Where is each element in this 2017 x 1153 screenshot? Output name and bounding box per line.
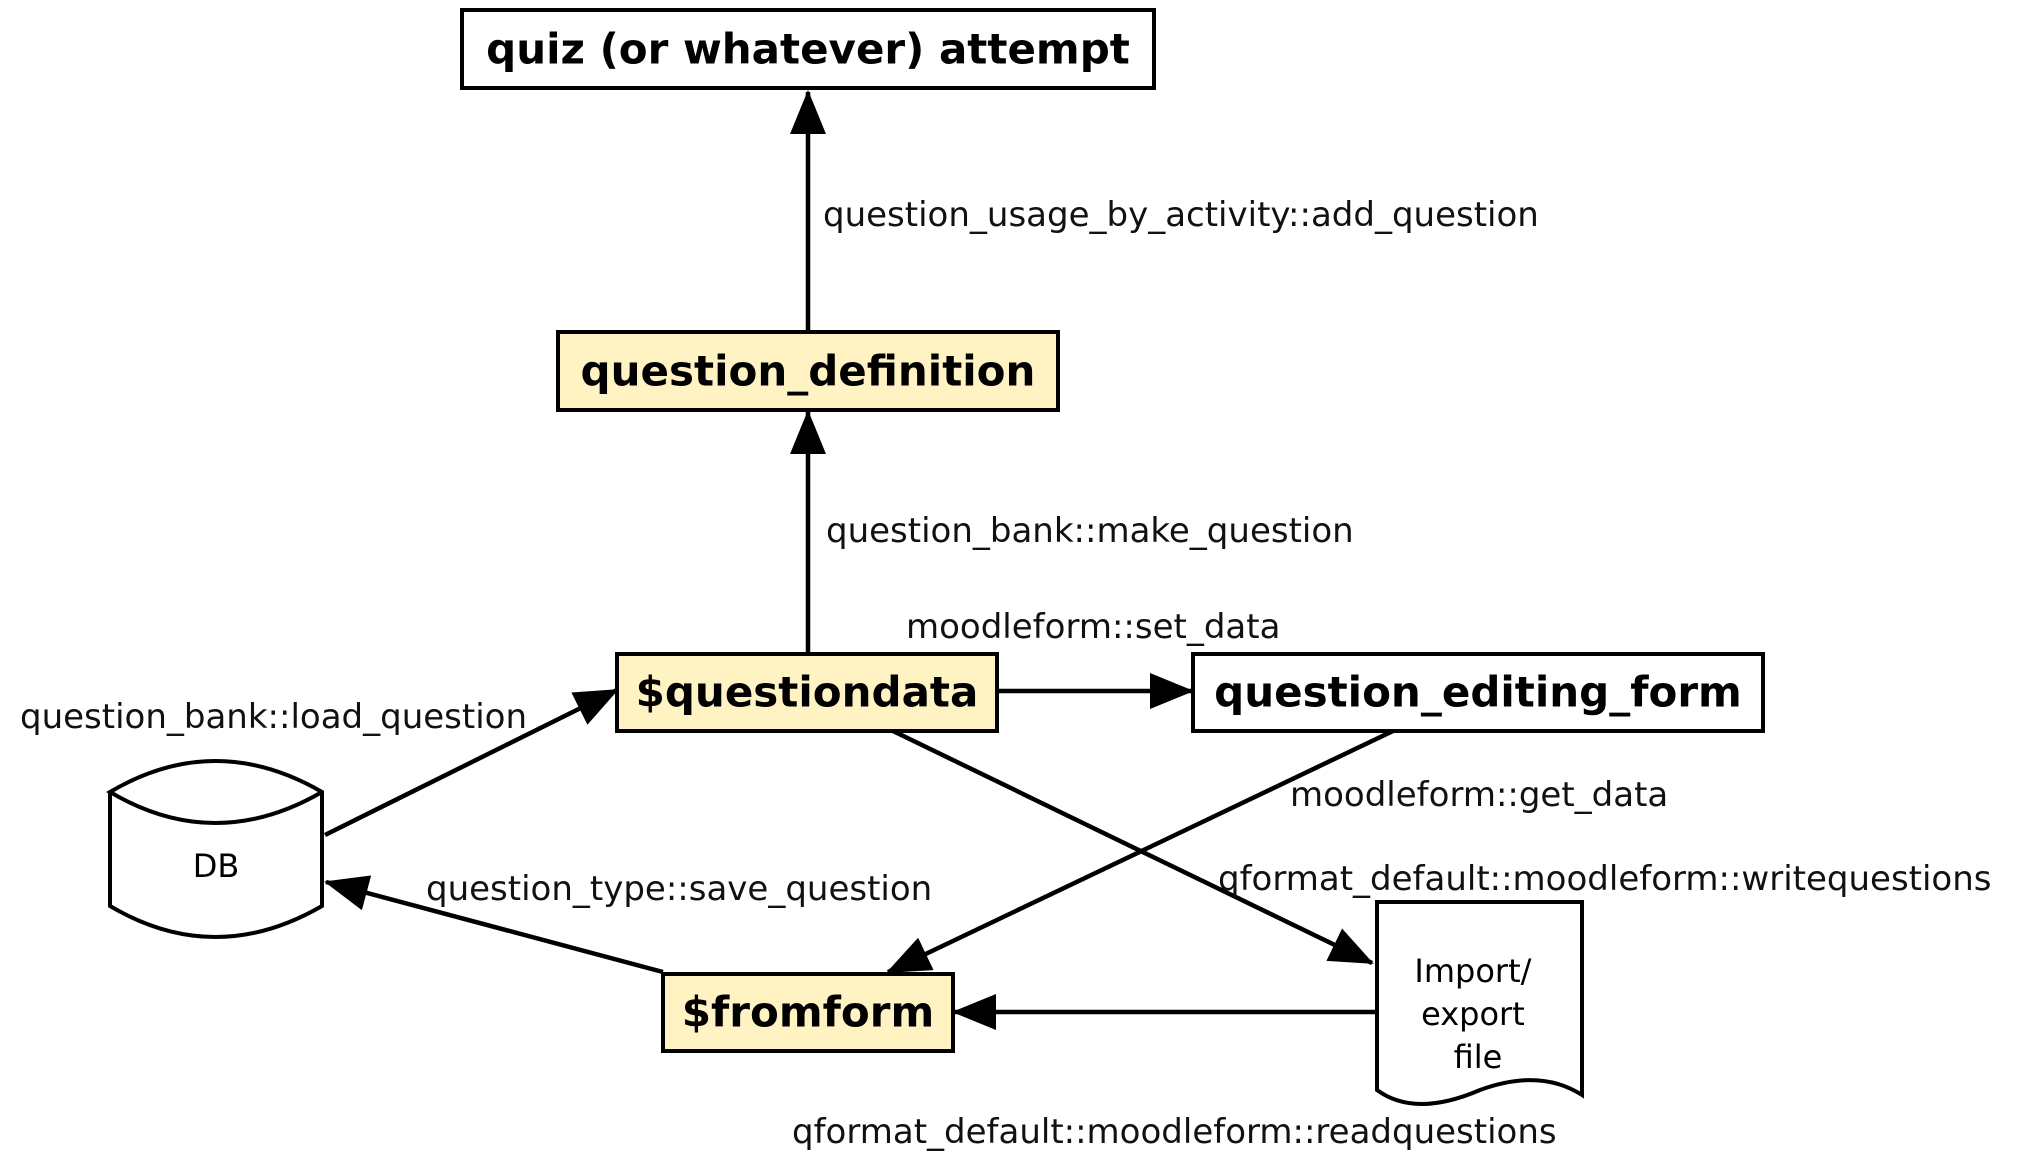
file-label: Import/ export file: [1414, 952, 1541, 1076]
node-db: DB: [106, 759, 324, 939]
label-add-question: question_usage_by_activity::add_question: [823, 195, 1539, 235]
edge-load-question: [323, 687, 619, 838]
node-attempt-label: quiz (or whatever) attempt: [486, 25, 1130, 74]
node-question-definition-box: [556, 330, 1060, 412]
node-attempt: quiz (or whatever) attempt: [460, 8, 1156, 90]
node-questiondata: $questiondata: [615, 652, 999, 733]
node-attempt-box: [460, 8, 1156, 90]
node-fromform-box: [661, 972, 955, 1053]
db-cylinder-icon: [106, 759, 324, 939]
node-questiondata-box: [615, 652, 999, 733]
file-label-line-2: export: [1421, 995, 1525, 1033]
node-question-definition-label: question_definition: [581, 347, 1036, 396]
label-load-question: question_bank::load_question: [20, 697, 527, 737]
node-fromform-label: $fromform: [682, 988, 934, 1037]
label-save-question: question_type::save_question: [426, 869, 932, 909]
label-writequestions: qformat_default::moodleform::writequesti…: [1218, 859, 1992, 899]
node-db-label: DB: [193, 847, 240, 885]
document-icon: [1375, 900, 1584, 1106]
node-question-definition: question_definition: [556, 330, 1060, 412]
file-label-line-3: file: [1454, 1038, 1503, 1076]
node-questiondata-label: $questiondata: [636, 668, 979, 717]
node-question-editing-form-label: question_editing_form: [1214, 668, 1742, 717]
node-question-editing-form-box: [1191, 652, 1765, 733]
node-question-editing-form: question_editing_form: [1191, 652, 1765, 733]
edge-writequestions: [892, 728, 1374, 966]
label-set-data: moodleform::set_data: [906, 607, 1280, 647]
label-get-data: moodleform::get_data: [1290, 775, 1668, 815]
node-fromform: $fromform: [661, 972, 955, 1053]
label-readquestions: qformat_default::moodleform::readquestio…: [792, 1112, 1557, 1152]
file-label-line-1: Import/: [1414, 952, 1531, 990]
edge-save-question: [324, 875, 664, 975]
label-make-question: question_bank::make_question: [826, 511, 1354, 551]
node-import-export-file: Import/ export file: [1375, 900, 1584, 1106]
